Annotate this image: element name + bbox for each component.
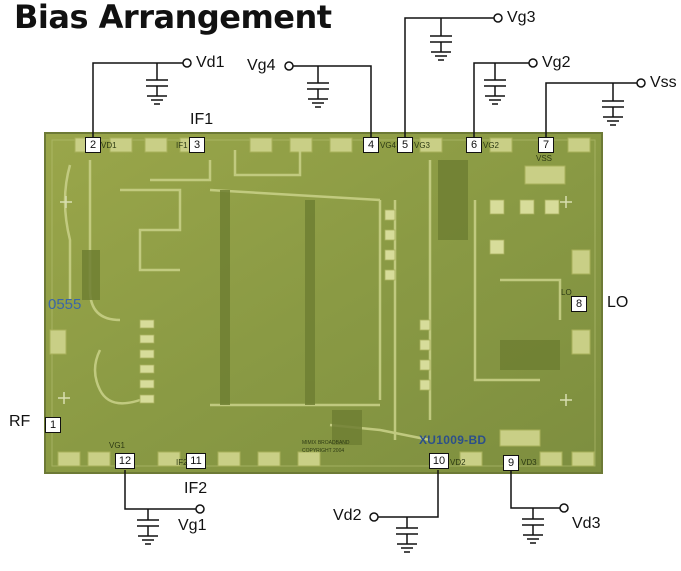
pad-8: 8 bbox=[571, 296, 587, 312]
pin-mark-if2: IF2 bbox=[176, 458, 188, 467]
cap-vg4-to-ground bbox=[307, 66, 329, 108]
label-if1: IF1 bbox=[190, 111, 214, 128]
decoupling-capacitors bbox=[137, 18, 624, 553]
chip-inner-border bbox=[51, 139, 596, 467]
pin-mark-vg4: VG4 bbox=[380, 141, 397, 150]
cap-vd1-to-ground bbox=[146, 63, 168, 105]
pin-mark-vss: VSS bbox=[536, 154, 553, 163]
label-vg2: Vg2 bbox=[542, 54, 571, 71]
diagram-title: Bias Arrangement bbox=[14, 0, 332, 36]
label-vg3: Vg3 bbox=[507, 9, 536, 26]
pin-mark-vg2: VG2 bbox=[483, 141, 500, 150]
pad-9: 9 bbox=[503, 455, 519, 471]
cap-vg2-to-ground bbox=[484, 63, 506, 105]
cap-vss-to-ground bbox=[602, 83, 624, 126]
pin-mark-vd2: VD2 bbox=[450, 458, 466, 467]
label-vd3: Vd3 bbox=[572, 515, 601, 532]
chip-capacitors bbox=[139, 199, 560, 404]
pad-11: 11 bbox=[186, 453, 206, 469]
pin-mark-vd3: VD3 bbox=[521, 458, 537, 467]
chip-vendor-line2: COPYRIGHT 2004 bbox=[302, 448, 345, 454]
pin-mark-vg1: VG1 bbox=[109, 441, 126, 450]
label-lo: LO bbox=[607, 294, 629, 311]
chip-part-marking: XU1009-BD bbox=[419, 433, 487, 447]
chip-vendor-line1: MIMIX BROADBAND bbox=[302, 440, 350, 446]
label-vg4: Vg4 bbox=[247, 57, 276, 74]
pin-mark-if1: IF1 bbox=[176, 141, 188, 150]
pad-6: 6 bbox=[466, 137, 482, 153]
chip-die-code: 0555 bbox=[48, 296, 82, 313]
label-vd2: Vd2 bbox=[333, 507, 362, 524]
pad-1: 1 bbox=[45, 417, 61, 433]
pad-10: 10 bbox=[429, 453, 449, 469]
pad-3: 3 bbox=[189, 137, 205, 153]
pad-7: 7 bbox=[538, 137, 554, 153]
label-vg1: Vg1 bbox=[178, 517, 207, 534]
pin-mark-vd1: VD1 bbox=[101, 141, 117, 150]
cap-vg1-to-ground bbox=[137, 509, 159, 545]
label-vd1: Vd1 bbox=[196, 54, 225, 71]
terminal-nodes bbox=[182, 13, 646, 522]
chip-die bbox=[44, 132, 603, 474]
pin-mark-lo: LO bbox=[561, 288, 572, 297]
pad-12: 12 bbox=[115, 453, 135, 469]
wiring-lines bbox=[92, 17, 637, 518]
chip-plus-markers bbox=[58, 196, 572, 406]
cap-vd2-to-ground bbox=[396, 517, 418, 553]
pad-5: 5 bbox=[397, 137, 413, 153]
chip-stubs bbox=[82, 160, 560, 445]
pad-4: 4 bbox=[363, 137, 379, 153]
pad-2: 2 bbox=[85, 137, 101, 153]
label-vss: Vss bbox=[650, 74, 677, 91]
pin-mark-vg3: VG3 bbox=[414, 141, 431, 150]
label-if2: IF2 bbox=[184, 480, 208, 497]
cap-vd3-to-ground bbox=[522, 508, 544, 544]
label-rf: RF bbox=[9, 413, 31, 430]
cap-vg3-to-ground bbox=[430, 18, 452, 61]
